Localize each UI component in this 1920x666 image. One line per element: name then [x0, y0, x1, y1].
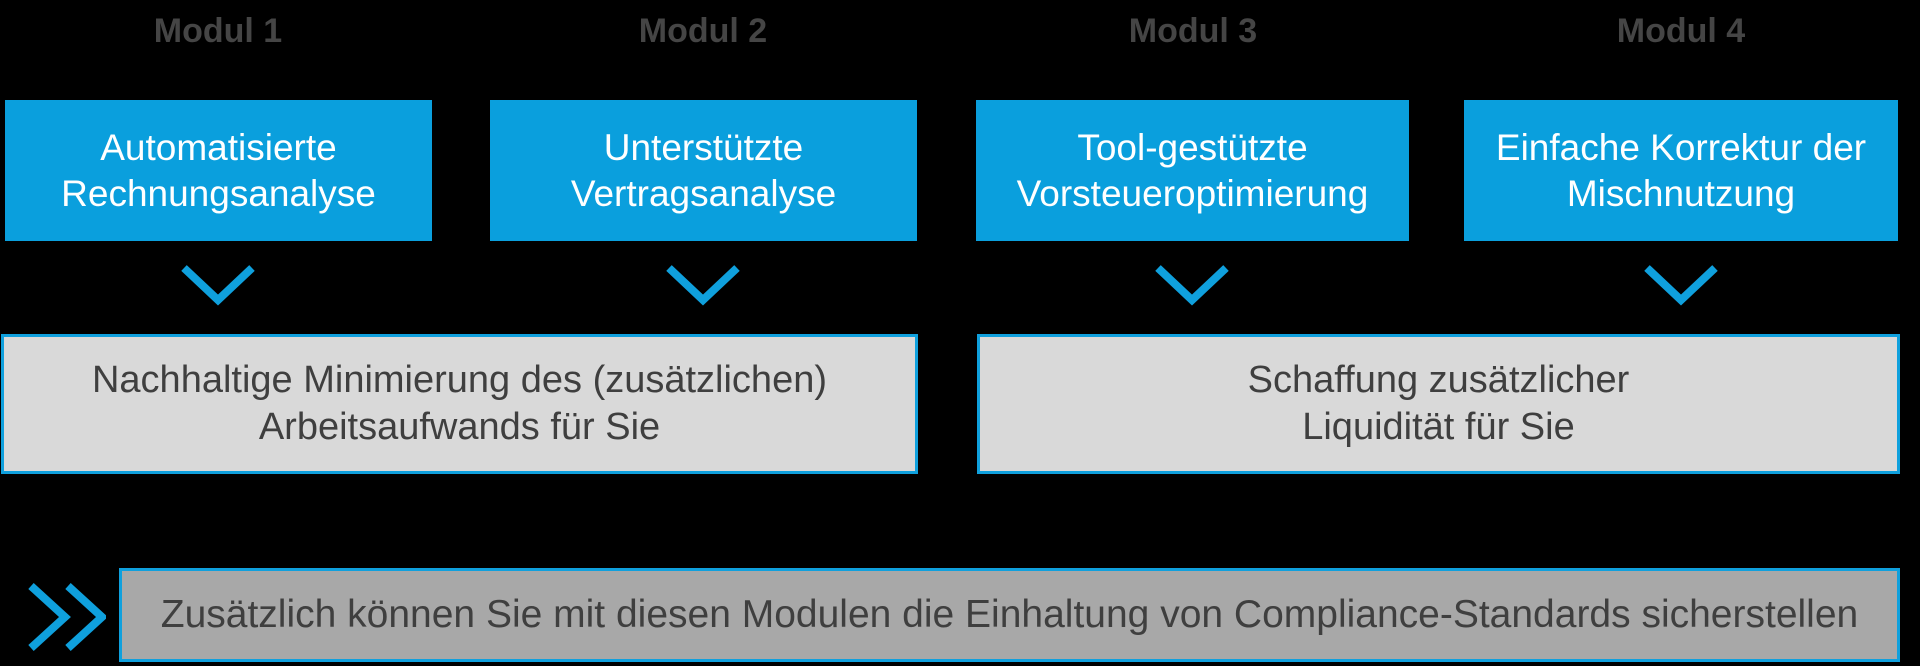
compliance-banner: Zusätzlich können Sie mit diesen Modulen… [119, 568, 1900, 662]
module-1-title: Automatisierte Rechnungsanalyse [61, 126, 376, 214]
module-4-box: Einfache Korrektur der Mischnutzung [1464, 100, 1898, 241]
outcome-box-liquidity: Schaffung zusätzlicher Liquidität für Si… [977, 334, 1900, 474]
chevron-down-icon [181, 265, 255, 306]
module-1-label: Modul 1 [153, 12, 283, 50]
module-2-label: Modul 2 [638, 12, 768, 50]
double-chevron-right-icon [28, 583, 106, 651]
compliance-banner-text: Zusätzlich können Sie mit diesen Modulen… [160, 593, 1859, 636]
module-2-title: Unterstützte Vertragsanalyse [570, 126, 837, 214]
module-1-box: Automatisierte Rechnungsanalyse [5, 100, 432, 241]
module-4-title: Einfache Korrektur der Mischnutzung [1495, 126, 1867, 214]
chevron-down-icon [1155, 265, 1229, 306]
module-3-title: Tool-gestützte Vorsteueroptimierung [1016, 126, 1369, 214]
module-3-box: Tool-gestützte Vorsteueroptimierung [976, 100, 1409, 241]
chevron-down-icon [1644, 265, 1718, 306]
outcome-liquidity-text: Schaffung zusätzlicher Liquidität für Si… [1247, 359, 1630, 448]
module-2-box: Unterstützte Vertragsanalyse [490, 100, 917, 241]
outcome-box-workload: Nachhaltige Minimierung des (zusätzliche… [1, 334, 918, 474]
module-4-label: Modul 4 [1616, 12, 1746, 50]
outcome-workload-text: Nachhaltige Minimierung des (zusätzliche… [91, 359, 827, 448]
chevron-down-icon [666, 265, 740, 306]
module-3-label: Modul 3 [1128, 12, 1258, 50]
